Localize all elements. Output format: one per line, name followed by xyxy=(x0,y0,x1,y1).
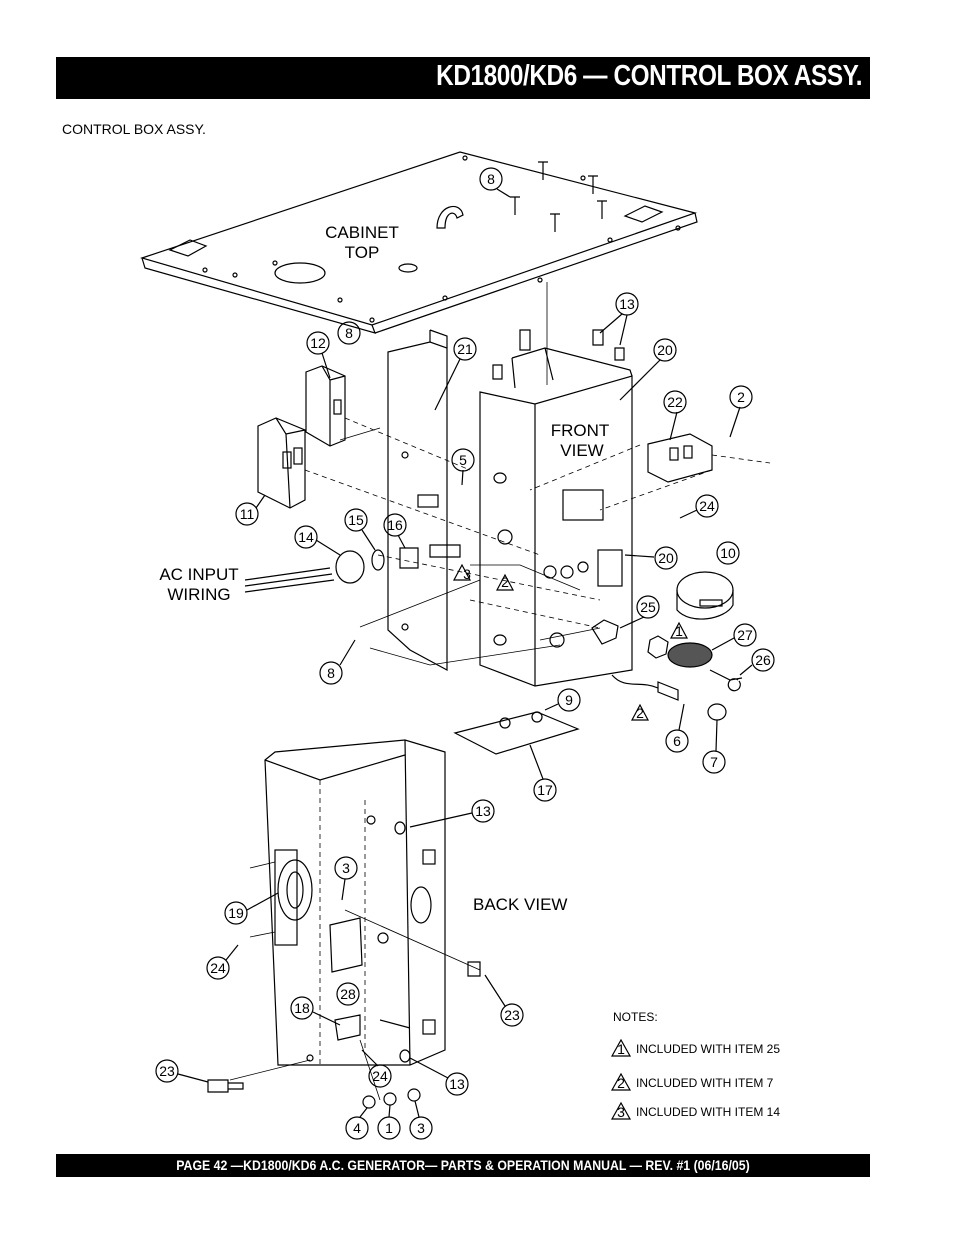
callout-0: 8 xyxy=(487,171,495,187)
ac-input-wiring xyxy=(244,544,461,593)
callout-36: 24 xyxy=(372,1068,388,1084)
note-text-1: INCLUDED WITH ITEM 25 xyxy=(636,1042,780,1056)
callout-9: 11 xyxy=(240,506,255,522)
callout-22: 8 xyxy=(327,665,335,681)
callout-13: 24 xyxy=(699,498,715,514)
footer-text: PAGE 42 —KD1800/KD6 A.C. GENERATOR— PART… xyxy=(176,1157,750,1173)
callout-6: 22 xyxy=(667,394,683,410)
callout-14: 20 xyxy=(658,550,674,566)
note-text-3: INCLUDED WITH ITEM 14 xyxy=(636,1105,780,1119)
callout-11: 16 xyxy=(387,517,403,533)
label-cabinet-top-line2: TOP xyxy=(345,243,380,262)
callout-32: 28 xyxy=(340,986,356,1002)
assembly-lines xyxy=(304,417,771,629)
callout-numbers: 8 13 12 8 21 20 22 2 5 11 15 16 14 24 20… xyxy=(159,171,771,1136)
control-box-back xyxy=(207,739,481,1109)
callout-40: 3 xyxy=(417,1120,425,1136)
label-back-view: BACK VIEW xyxy=(473,895,567,914)
back-leader-lines xyxy=(229,861,481,1101)
note-marker-1: 1 xyxy=(617,1041,625,1057)
callout-12: 14 xyxy=(298,529,314,545)
callout-20: 27 xyxy=(737,627,753,643)
notes-block: NOTES: 1 INCLUDED WITH ITEM 25 2 INCLUDE… xyxy=(613,1010,780,1120)
callout-4: 21 xyxy=(457,341,473,357)
callout-18: 25 xyxy=(640,599,656,615)
callout-31: 24 xyxy=(210,960,226,976)
callout-10: 15 xyxy=(348,512,364,528)
label-ac-input-line1: AC INPUT xyxy=(159,565,238,584)
callout-37: 13 xyxy=(449,1076,465,1092)
cabinet-screws xyxy=(510,161,607,232)
callout-17: 2 xyxy=(501,574,509,590)
label-front-view-line2: VIEW xyxy=(560,441,603,460)
callout-circles xyxy=(155,167,775,1140)
callout-29: 3 xyxy=(342,860,350,876)
callout-3: 8 xyxy=(345,325,353,341)
callout-16: 3 xyxy=(463,566,471,582)
cabinet-top-plate xyxy=(139,151,698,334)
callout-38: 4 xyxy=(353,1120,361,1136)
label-ac-input-line2: WIRING xyxy=(167,585,230,604)
callout-26: 7 xyxy=(710,754,718,770)
callout-5: 20 xyxy=(657,342,673,358)
callout-8: 5 xyxy=(459,452,467,468)
callout-28: 13 xyxy=(475,803,491,819)
callout-27: 17 xyxy=(537,782,553,798)
hour-meter xyxy=(676,571,734,620)
section-subtitle: CONTROL BOX ASSY. xyxy=(62,121,206,137)
callout-7: 2 xyxy=(737,389,745,405)
note-triangles xyxy=(453,563,688,1120)
callout-35: 23 xyxy=(159,1063,175,1079)
callout-25: 6 xyxy=(673,733,681,749)
breaker-12 xyxy=(305,365,346,447)
callout-30: 19 xyxy=(228,905,244,921)
label-cabinet-top-line1: CABINET xyxy=(325,223,399,242)
note-marker-2: 2 xyxy=(617,1075,625,1091)
control-box-front xyxy=(479,329,633,687)
callout-39: 1 xyxy=(385,1120,393,1136)
callout-2: 12 xyxy=(310,335,326,351)
callout-15: 10 xyxy=(720,545,736,561)
callout-19: 1 xyxy=(675,623,683,639)
callout-33: 23 xyxy=(504,1007,520,1023)
hardware-17 xyxy=(453,711,580,755)
callout-1: 13 xyxy=(619,296,635,312)
callout-24: 2 xyxy=(636,705,644,721)
label-front-view-line1: FRONT xyxy=(551,421,610,440)
note-text-2: INCLUDED WITH ITEM 7 xyxy=(636,1076,774,1090)
notes-heading: NOTES: xyxy=(613,1010,658,1024)
receptacle-22 xyxy=(647,433,713,483)
callout-23: 9 xyxy=(565,692,573,708)
callout-21: 26 xyxy=(755,652,771,668)
key-switch-parts xyxy=(591,619,743,721)
title-bar: KD1800/KD6 — CONTROL BOX ASSY. xyxy=(56,57,870,99)
side-panel xyxy=(387,329,448,672)
footer-bar: PAGE 42 —KD1800/KD6 A.C. GENERATOR— PART… xyxy=(56,1154,870,1177)
page-title: KD1800/KD6 — CONTROL BOX ASSY. xyxy=(436,60,862,92)
note-marker-3: 3 xyxy=(617,1104,625,1120)
breaker-11 xyxy=(257,417,306,509)
callout-34: 18 xyxy=(294,1000,310,1016)
